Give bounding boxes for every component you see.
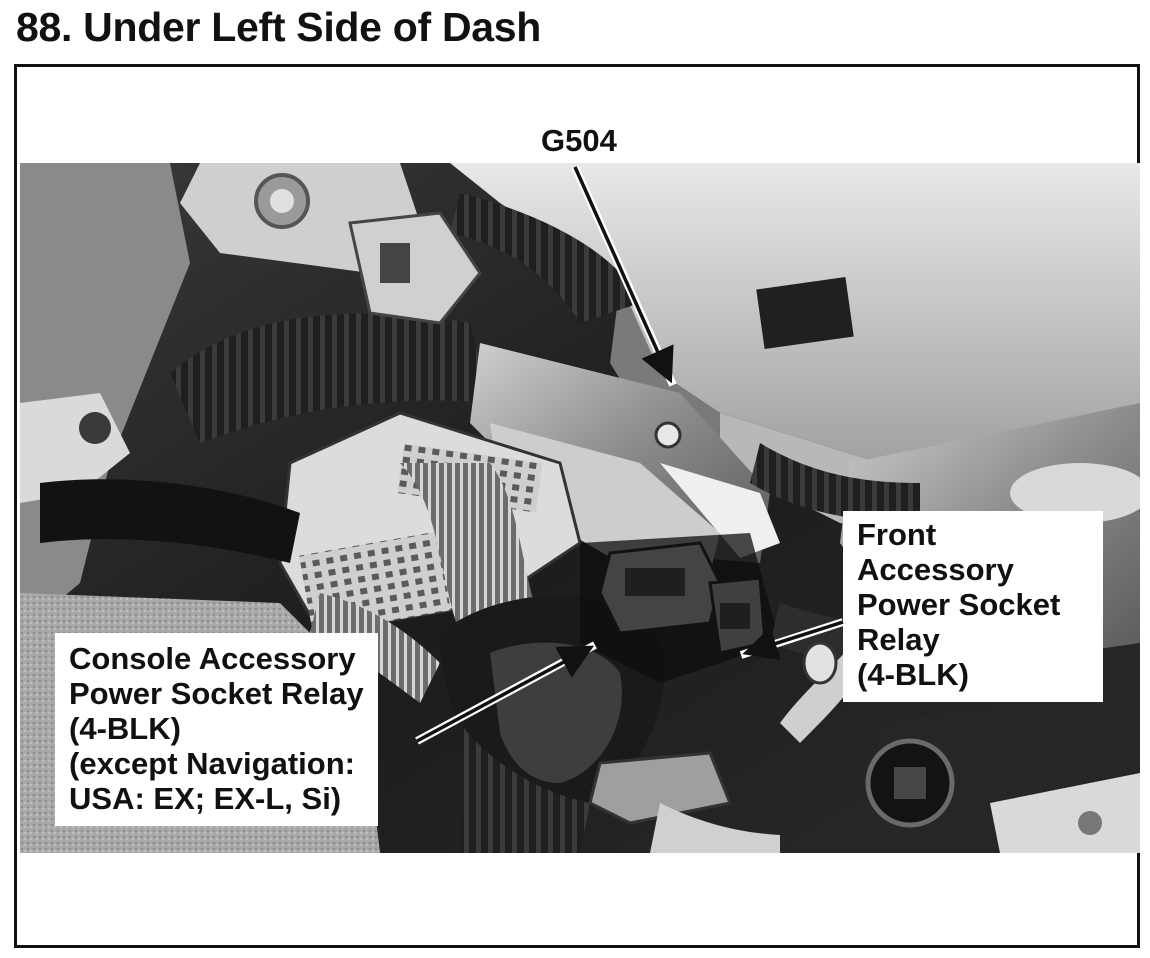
callout-console-relay: Console Accessory Power Socket Relay (4-… (55, 633, 378, 826)
callout-line: Front (857, 517, 937, 552)
callout-line: (except Navigation: (69, 746, 355, 781)
callout-g504-label: G504 (541, 123, 617, 158)
callout-line: (4-BLK) (857, 657, 969, 692)
callout-front-relay: Front Accessory Power Socket Relay (4-BL… (843, 511, 1103, 702)
callout-g504: G504 (527, 119, 631, 160)
figure-frame: G504 Front Accessory Power Socket Relay … (14, 64, 1140, 948)
callout-line: Power Socket Relay (69, 676, 364, 711)
callout-line: (4-BLK) (69, 711, 181, 746)
callout-line: Accessory (857, 552, 1014, 587)
callout-line: Power Socket (857, 587, 1061, 622)
callout-line: Relay (857, 622, 940, 657)
callout-line: Console Accessory (69, 641, 356, 676)
callout-line: USA: EX; EX-L, Si) (69, 781, 342, 816)
page-title: 88. Under Left Side of Dash (16, 4, 542, 50)
